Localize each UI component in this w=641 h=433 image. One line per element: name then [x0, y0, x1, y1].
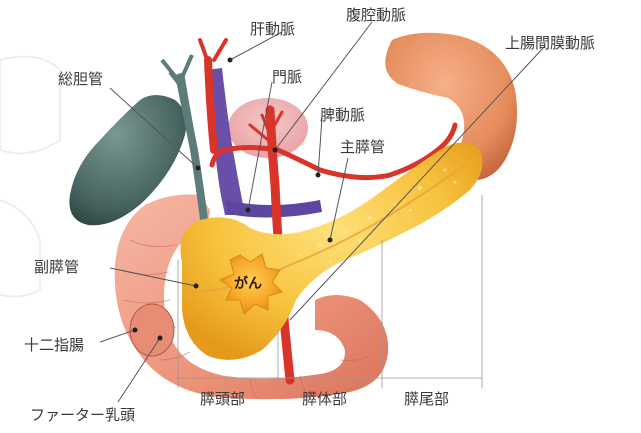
label-celiac-artery: 腹腔動脈	[346, 6, 406, 24]
label-hepatic-artery: 肝動脈	[250, 20, 295, 38]
label-duodenum: 十二指腸	[24, 336, 84, 354]
label-papilla: ファーター乳頭	[30, 406, 135, 424]
label-main-pancreatic-duct: 主膵管	[340, 138, 385, 156]
label-splenic-artery: 脾動脈	[320, 106, 365, 124]
label-portal-vein: 門脈	[272, 68, 302, 86]
label-pancreas-tail: 膵尾部	[404, 390, 449, 408]
label-pancreas-body: 膵体部	[302, 390, 347, 408]
label-common-bile-duct: 総胆管	[58, 70, 103, 88]
label-cancer: がん	[234, 275, 262, 292]
label-accessory-duct: 副膵管	[34, 258, 79, 276]
label-superior-mesenteric: 上腸間膜動脈	[505, 34, 595, 52]
label-pancreas-head: 膵頭部	[200, 390, 245, 408]
